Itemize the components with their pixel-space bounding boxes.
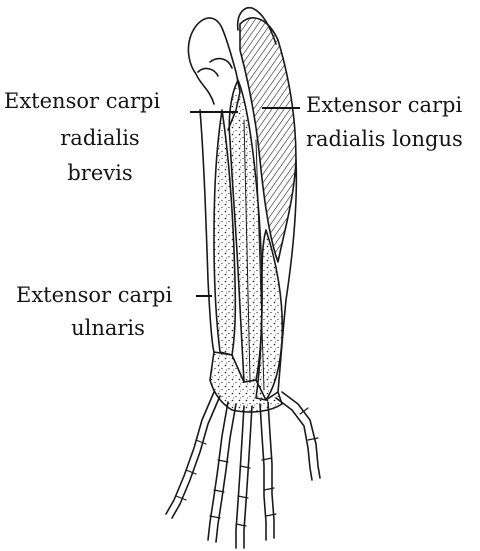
label-ecrl-line1: Extensor carpi: [306, 92, 462, 118]
label-ecrb-line1: Extensor carpi: [4, 88, 160, 114]
label-ecrl-line2: radialis longus: [306, 126, 463, 152]
forearm-ulnar-edge: [200, 110, 214, 352]
label-ecu-line1: Extensor carpi: [16, 282, 172, 308]
hand-bones: [166, 392, 320, 548]
label-ecu-line2: ulnaris: [34, 315, 182, 341]
label-ecrb-line3: brevis: [44, 160, 156, 186]
label-ecrb-line2: radialis: [44, 125, 156, 151]
